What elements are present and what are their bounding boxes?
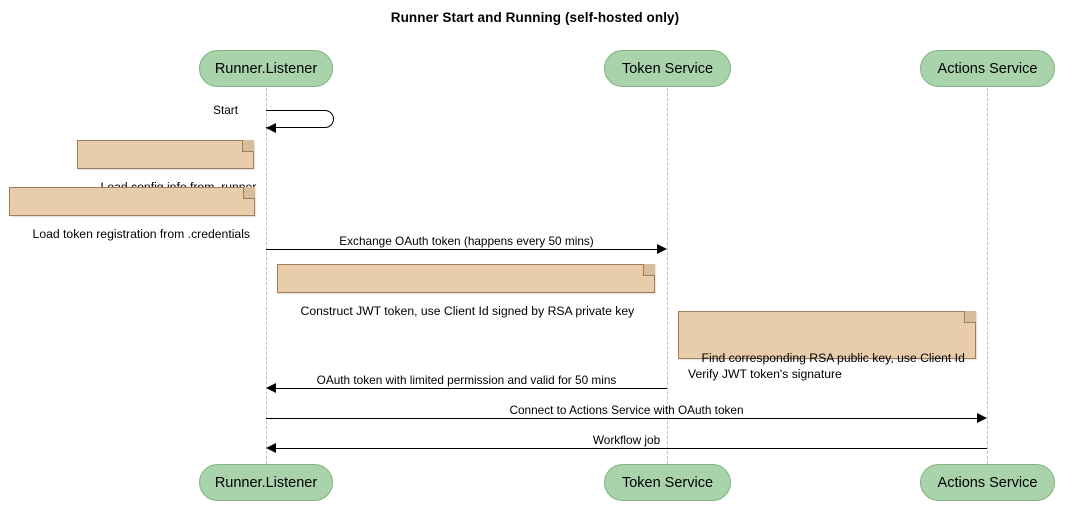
note-construct-jwt: Construct JWT token, use Client Id signe… bbox=[277, 264, 655, 318]
message-label-oauth-return: OAuth token with limited permission and … bbox=[316, 373, 617, 387]
arrowhead-exchange-oauth bbox=[657, 244, 667, 254]
note-text: Construct JWT token, use Client Id signe… bbox=[300, 304, 635, 318]
note-load-token-registration: Load token registration from .credential… bbox=[9, 187, 255, 241]
note-dogear-icon bbox=[243, 187, 255, 199]
arrowhead-workflow-job bbox=[266, 443, 276, 453]
lifeline-token-service bbox=[667, 88, 668, 464]
note-dogear-icon bbox=[242, 140, 254, 152]
message-line-workflow-job bbox=[274, 448, 987, 449]
note-verify-jwt: Find corresponding RSA public key, use C… bbox=[678, 311, 976, 381]
message-label-workflow-job: Workflow job bbox=[592, 433, 661, 447]
note-load-config: Load config info from .runner bbox=[77, 140, 256, 194]
message-label-connect-actions: Connect to Actions Service with OAuth to… bbox=[509, 403, 744, 417]
note-text: Load token registration from .credential… bbox=[32, 227, 251, 241]
message-label-start: Start bbox=[213, 103, 238, 117]
participant-actions-service-top[interactable]: Actions Service bbox=[920, 50, 1055, 87]
message-self-loop-start bbox=[266, 110, 334, 128]
message-line-connect-actions bbox=[266, 418, 979, 419]
participant-runner-listener-top[interactable]: Runner.Listener bbox=[199, 50, 333, 87]
participant-token-service-top[interactable]: Token Service bbox=[604, 50, 731, 87]
arrowhead-start bbox=[266, 123, 276, 133]
lifeline-runner-listener bbox=[266, 88, 267, 464]
message-line-oauth-return bbox=[274, 388, 667, 389]
arrowhead-connect-actions bbox=[977, 413, 987, 423]
message-label-exchange-oauth: Exchange OAuth token (happens every 50 m… bbox=[339, 234, 594, 248]
participant-actions-service-bottom[interactable]: Actions Service bbox=[920, 464, 1055, 501]
participant-token-service-bottom[interactable]: Token Service bbox=[604, 464, 731, 501]
note-dogear-icon bbox=[964, 311, 976, 323]
participant-runner-listener-bottom[interactable]: Runner.Listener bbox=[199, 464, 333, 501]
note-text: Find corresponding RSA public key, use C… bbox=[688, 351, 965, 381]
note-dogear-icon bbox=[643, 264, 655, 276]
message-line-exchange-oauth bbox=[266, 249, 659, 250]
arrowhead-oauth-return bbox=[266, 383, 276, 393]
lifeline-actions-service bbox=[987, 88, 988, 464]
diagram-title: Runner Start and Running (self-hosted on… bbox=[390, 10, 680, 25]
